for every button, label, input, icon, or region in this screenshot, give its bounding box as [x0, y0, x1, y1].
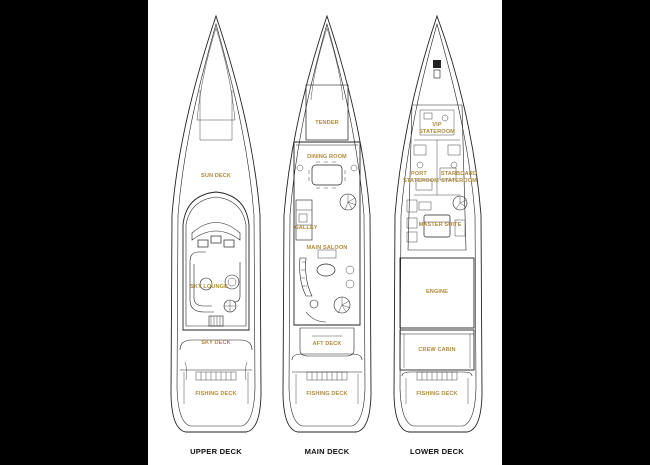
lower-deck-hull-outline	[393, 14, 483, 433]
upper-sky-lounge-label: SKY LOUNGE	[190, 284, 228, 290]
lower-fishing-deck-label: FISHING DECK	[416, 391, 457, 397]
lower-port-label-line2: STATEROOM	[403, 178, 439, 184]
upper-deck-plan: SUN DECK SKY LOUNGE SKY DECK FISHING DEC…	[170, 14, 262, 456]
upper-deck-hull-outline	[170, 14, 262, 433]
main-fishing-deck-label: FISHING DECK	[306, 391, 347, 397]
main-dining-room-label: DINING ROOM	[307, 154, 347, 160]
main-galley-label: GALLEY	[294, 225, 317, 231]
deck-plan-drawing: SUN DECK SKY LOUNGE SKY DECK FISHING DEC…	[170, 14, 483, 456]
upper-deck-title: UPPER DECK	[190, 447, 242, 456]
anchor-locker	[433, 60, 441, 68]
lower-deck-plan: VIP STATEROOM PORT STATEROOM STARBOARD S…	[393, 14, 483, 456]
main-tender-label: TENDER	[315, 120, 339, 126]
lower-master-suite-label: MASTER SUITE	[419, 222, 462, 228]
upper-sun-deck-label: SUN DECK	[201, 173, 231, 179]
main-aft-deck-label: AFT DECK	[312, 341, 341, 347]
main-deck-title: MAIN DECK	[305, 447, 350, 456]
lower-vip-label-line1: VIP	[432, 122, 441, 128]
main-saloon-label: MAIN SALOON	[307, 245, 348, 251]
lower-vip-label-line2: STATEROOM	[419, 129, 455, 135]
lower-engine-label: ENGINE	[426, 289, 448, 295]
lower-deck-title: LOWER DECK	[410, 447, 464, 456]
lower-starboard-label-line1: STARBOARD	[441, 171, 477, 177]
upper-sky-deck-label: SKY DECK	[201, 340, 231, 346]
lower-crew-cabin-label: CREW CABIN	[418, 347, 455, 353]
lower-starboard-label-line2: STATEROOM	[441, 178, 477, 184]
main-deck-plan: TENDER DINING ROOM GALLEY MAIN SALOON AF…	[282, 14, 372, 456]
lower-port-label-line1: PORT	[411, 171, 427, 177]
deck-plan-sheet: SUN DECK SKY LOUNGE SKY DECK FISHING DEC…	[148, 0, 502, 465]
upper-fishing-deck-label: FISHING DECK	[195, 391, 236, 397]
main-deck-hull-outline	[282, 14, 372, 433]
